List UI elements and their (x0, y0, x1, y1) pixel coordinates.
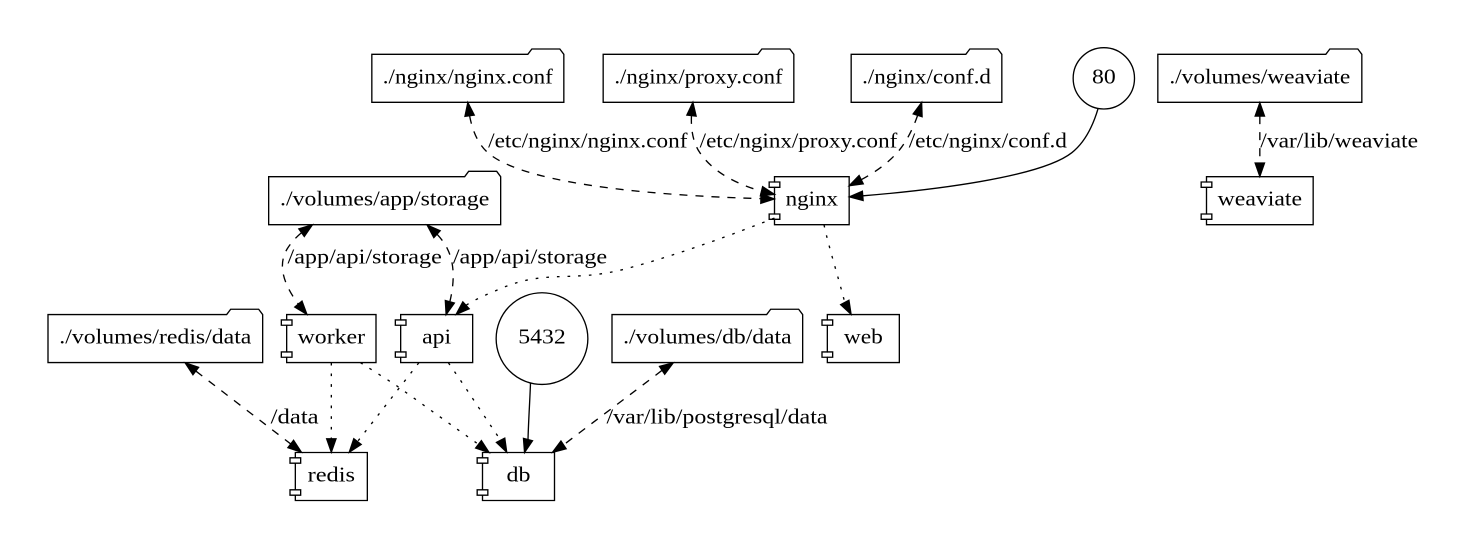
svg-text:./volumes/weaviate: ./volumes/weaviate (1169, 66, 1350, 88)
svg-text:db: db (507, 464, 531, 486)
svg-text:./volumes/app/storage: ./volumes/app/storage (280, 189, 489, 211)
svg-text:./volumes/db/data: ./volumes/db/data (623, 327, 792, 349)
svg-text:/app/api/storage: /app/api/storage (453, 247, 607, 269)
svg-text:weaviate: weaviate (1218, 189, 1302, 211)
svg-text:/var/lib/weaviate: /var/lib/weaviate (1260, 131, 1418, 153)
svg-text:redis: redis (308, 464, 355, 486)
svg-text:api: api (422, 327, 451, 349)
svg-text:./nginx/proxy.conf: ./nginx/proxy.conf (614, 66, 782, 88)
svg-text:./nginx/conf.d: ./nginx/conf.d (862, 66, 992, 88)
svg-text:/etc/nginx/conf.d: /etc/nginx/conf.d (909, 131, 1068, 153)
svg-text:/app/api/storage: /app/api/storage (288, 247, 442, 269)
svg-text:/etc/nginx/proxy.conf: /etc/nginx/proxy.conf (700, 131, 898, 153)
svg-text:nginx: nginx (786, 189, 839, 211)
svg-text:80: 80 (1092, 66, 1116, 88)
svg-text:web: web (844, 327, 883, 349)
svg-text:/var/lib/postgresql/data: /var/lib/postgresql/data (606, 406, 827, 428)
svg-text:./nginx/nginx.conf: ./nginx/nginx.conf (383, 66, 553, 88)
svg-text:/data: /data (271, 406, 319, 428)
svg-text:worker: worker (298, 327, 366, 349)
svg-text:/etc/nginx/nginx.conf: /etc/nginx/nginx.conf (488, 131, 688, 153)
svg-text:5432: 5432 (518, 327, 566, 349)
svg-text:./volumes/redis/data: ./volumes/redis/data (59, 327, 251, 349)
